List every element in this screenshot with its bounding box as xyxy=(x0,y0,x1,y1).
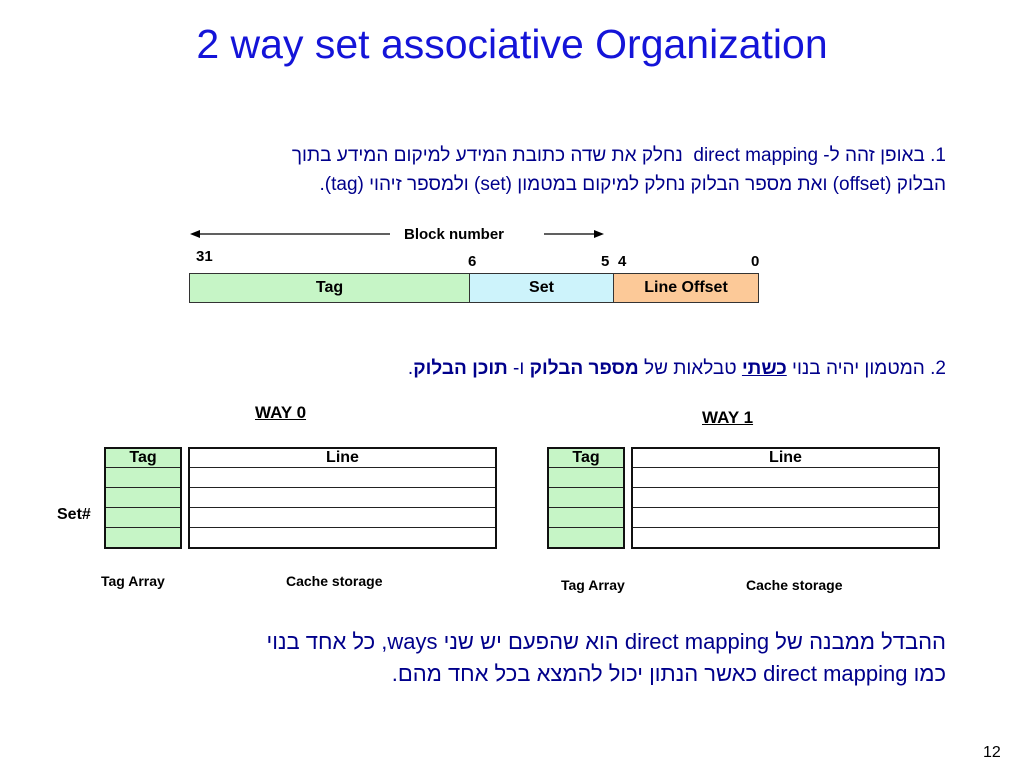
way-0-tag-array: Tag xyxy=(104,447,182,549)
block-number-arrows xyxy=(190,230,604,238)
emphasis-block-number: מספר הבלוק xyxy=(529,358,639,379)
bit-0-label: 0 xyxy=(751,253,760,270)
way-1-tag-array: Tag xyxy=(547,447,625,549)
point-1-line-2: הבלוק (offset) ואת מספר הבלוק נחלק למיקו… xyxy=(319,174,946,195)
way-1-title: WAY 1 xyxy=(702,408,754,427)
way-0-line-header: Line xyxy=(326,449,359,466)
slide-title: 2 way set associative Organization xyxy=(196,21,828,67)
bit-31-label: 31 xyxy=(196,248,213,265)
page-number: 12 xyxy=(983,744,1001,761)
way-0-tag-header: Tag xyxy=(129,449,157,466)
summary-line-2: כמו direct mapping כאשר הנתון יכול להמצא… xyxy=(391,661,946,686)
set-index-label: Set# xyxy=(57,506,91,523)
summary-text: ההבדל ממבנה של direct mapping הוא שהפעם … xyxy=(80,626,946,690)
way-1-line-header: Line xyxy=(769,449,802,466)
way-1-tag-header: Tag xyxy=(572,449,600,466)
bit-5-label: 5 xyxy=(601,253,610,270)
bit-4-label: 4 xyxy=(618,253,627,270)
way-1-tag-array-caption: Tag Array xyxy=(561,577,625,593)
set-field: Set xyxy=(469,273,614,303)
way-0-cache-storage: Line xyxy=(188,447,497,549)
point-1-text: 1. באופן זהה ל- direct mapping נחלק את ש… xyxy=(80,141,946,199)
emphasis-two: כשתי xyxy=(741,358,787,379)
way-0-title: WAY 0 xyxy=(255,403,307,422)
emphasis-block-content: תוכן הבלוק xyxy=(413,358,508,379)
way-0-cache-storage-caption: Cache storage xyxy=(286,573,383,589)
block-number-label: Block number xyxy=(404,226,505,243)
summary-line-1: ההבדל ממבנה של direct mapping הוא שהפעם … xyxy=(266,629,946,654)
bit-6-label: 6 xyxy=(468,253,477,270)
way-1-cache-storage-caption: Cache storage xyxy=(746,577,843,593)
point-1-line-1: 1. באופן זהה ל- direct mapping נחלק את ש… xyxy=(291,145,946,166)
tag-field: Tag xyxy=(189,273,470,303)
address-diagram: Block number 31 6 5 4 0 Tag Set Line Off… xyxy=(0,0,1024,320)
point-2-text: 2. המטמון יהיה בנוי כשתי טבלאות של מספר … xyxy=(407,358,946,379)
way-0-tag-array-caption: Tag Array xyxy=(101,573,165,589)
way-1-cache-storage: Line xyxy=(631,447,940,549)
line-offset-field: Line Offset xyxy=(613,273,759,303)
